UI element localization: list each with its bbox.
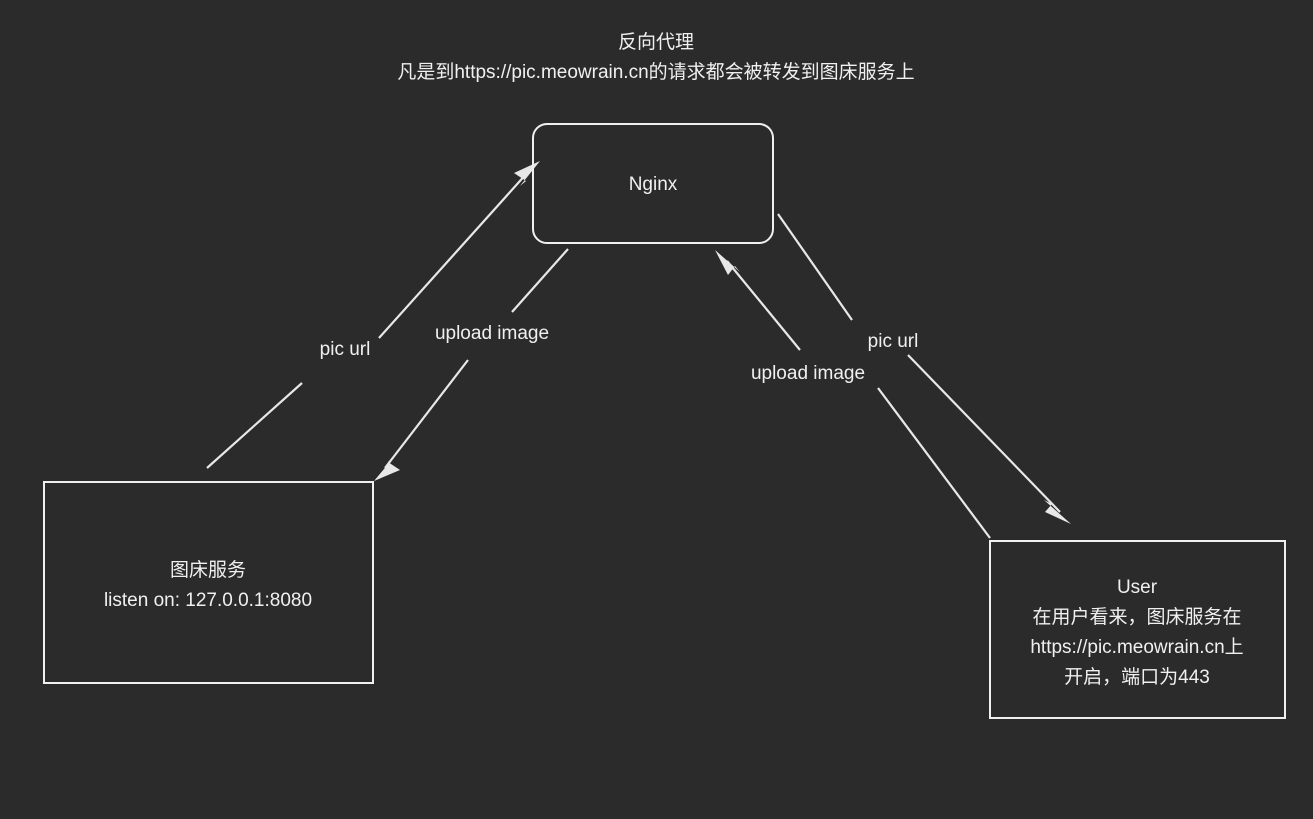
node-image-service-label-line-1: 图床服务 [170, 559, 246, 581]
edge-right-upload-image: upload image [715, 250, 991, 539]
node-image-service-box[interactable] [43, 481, 374, 684]
edge-right-pic-url-arrowhead [1044, 500, 1071, 524]
node-user-label-line-2: 在用户看来，图床服务在 [1032, 606, 1241, 628]
edge-left-upload-image-arrowhead [374, 457, 400, 481]
edge-right-upload-image-segment-lower [877, 387, 991, 539]
edge-right-upload-image-segment-upper [726, 260, 801, 351]
edge-right-pic-url-segment-upper [777, 213, 853, 321]
node-user-label-line-1: User [1117, 577, 1158, 598]
edge-right-pic-url-label: pic url [868, 331, 919, 352]
node-user-label-line-3: https://pic.meowrain.cn上 [1030, 636, 1243, 658]
edge-left-pic-url-segment-upper [378, 171, 529, 339]
node-image-service-label-line-2: listen on: 127.0.0.1:8080 [104, 590, 312, 611]
edge-left-upload-image-segment-lower [384, 359, 469, 469]
node-user[interactable]: User 在用户看来，图床服务在 https://pic.meowrain.cn… [989, 540, 1286, 719]
node-user-label-line-4: 开启，端口为443 [1064, 666, 1210, 688]
node-nginx-label: Nginx [629, 174, 678, 195]
edge-left-upload-image-segment-upper [511, 248, 569, 313]
edge-left-pic-url: pic url [206, 161, 540, 469]
edge-right-upload-image-label: upload image [751, 363, 865, 384]
node-user-box[interactable] [989, 540, 1286, 719]
node-nginx-box[interactable] [532, 123, 774, 244]
edge-left-upload-image-label: upload image [435, 323, 549, 344]
edge-right-upload-image-arrowhead [715, 250, 740, 275]
edge-left-pic-url-label: pic url [320, 339, 371, 360]
node-image-service[interactable]: 图床服务 listen on: 127.0.0.1:8080 [43, 481, 374, 684]
edge-left-upload-image: upload image [374, 248, 569, 481]
edge-left-pic-url-segment-lower [206, 382, 303, 469]
diagram-title-line-2: 凡是到https://pic.meowrain.cn的请求都会被转发到图床服务上 [397, 61, 914, 83]
node-nginx[interactable]: Nginx [532, 123, 774, 244]
edge-right-pic-url-segment-lower [907, 354, 1061, 513]
diagram-title-line-1: 反向代理 [618, 31, 694, 53]
edge-right-pic-url: pic url [777, 213, 1071, 524]
